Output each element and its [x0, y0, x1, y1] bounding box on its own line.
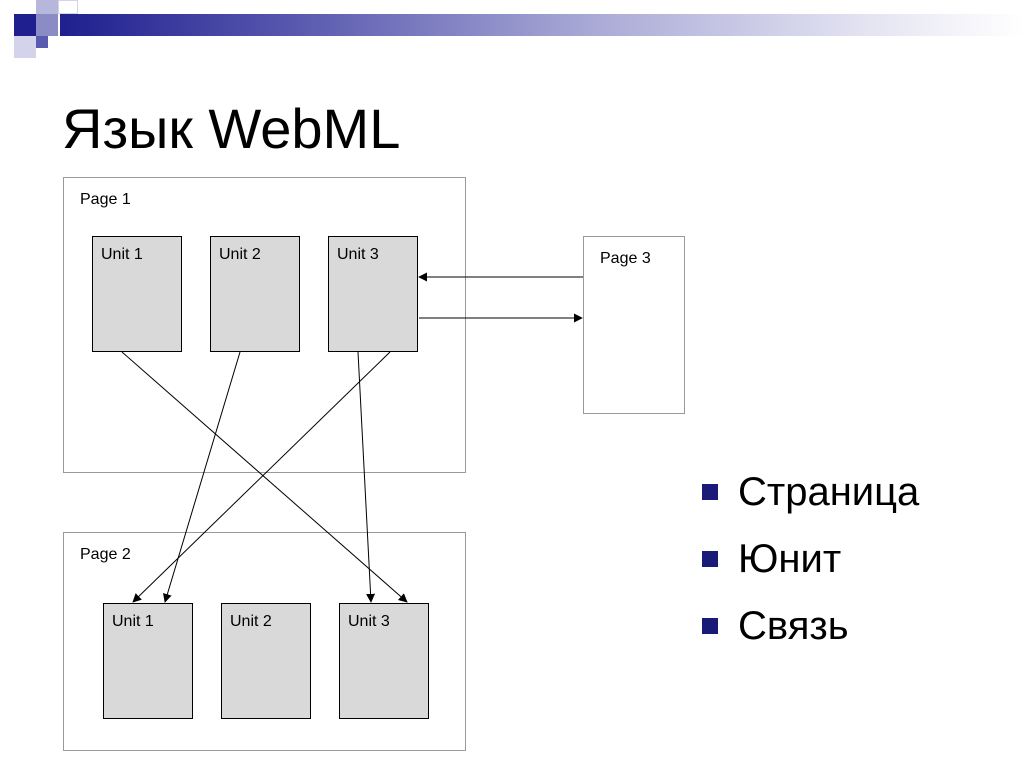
page-3-frame: Page 3 [583, 236, 685, 414]
unit-label: Unit 3 [337, 246, 379, 263]
banner-square [36, 36, 48, 48]
square-bullet-icon [702, 617, 718, 634]
unit-label: Unit 2 [219, 246, 261, 263]
bullet-text: Юнит [738, 536, 842, 581]
banner-gradient-bar [60, 14, 1024, 36]
page-1-unit-1: Unit 1 [92, 236, 182, 352]
banner-square [14, 14, 36, 36]
list-item: Юнит [702, 525, 1012, 592]
slide-banner [0, 0, 1024, 60]
bullet-text: Страница [738, 469, 920, 514]
bullet-text: Связь [738, 603, 849, 648]
unit-label: Unit 2 [230, 613, 272, 630]
page-label: Page 1 [80, 191, 131, 208]
unit-label: Unit 1 [101, 246, 143, 263]
banner-square [36, 0, 58, 14]
list-item: Связь [702, 592, 1012, 659]
page-label: Page 3 [600, 250, 651, 267]
list-item: Страница [702, 458, 1012, 525]
page-1-unit-3: Unit 3 [328, 236, 418, 352]
slide-title: Язык WebML [62, 97, 401, 160]
unit-label: Unit 3 [348, 613, 390, 630]
page-label: Page 2 [80, 546, 131, 563]
square-bullet-icon [702, 550, 718, 567]
page-2-unit-1: Unit 1 [103, 603, 193, 719]
banner-square [14, 36, 36, 58]
unit-label: Unit 1 [112, 613, 154, 630]
banner-square [36, 14, 58, 36]
banner-square [58, 0, 78, 14]
square-bullet-icon [702, 483, 718, 500]
page-2-unit-2: Unit 2 [221, 603, 311, 719]
page-2-unit-3: Unit 3 [339, 603, 429, 719]
page-1-unit-2: Unit 2 [210, 236, 300, 352]
bullet-list: Страница Юнит Связь [702, 458, 1012, 659]
